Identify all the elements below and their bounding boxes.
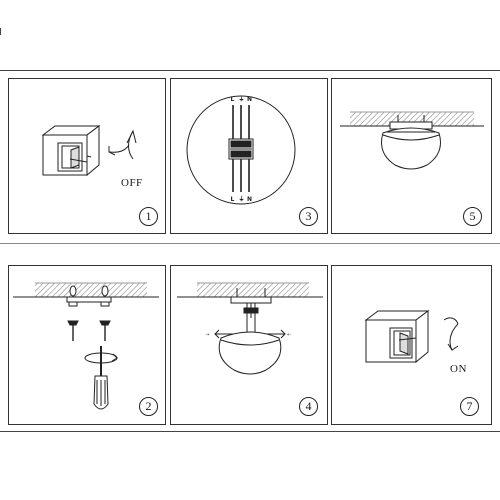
mounted-lamp-illustration xyxy=(340,111,484,170)
terminal-label-top-l: L xyxy=(231,96,235,103)
step-panel-3: L ⏚ N L ⏚ N 3 xyxy=(170,78,328,234)
svg-text:⇢: ⇢ xyxy=(205,332,209,338)
step-number: 3 xyxy=(299,207,318,226)
terminal-label-top-earth: ⏚ xyxy=(239,96,245,103)
step-panel-4: ⇢ ⇠ 4 xyxy=(170,265,328,425)
step-panel-2: 2 xyxy=(8,265,166,425)
bottom-rule xyxy=(0,431,500,432)
step-panel-5: 5 xyxy=(331,78,492,234)
step-number: 2 xyxy=(139,397,158,416)
step-number: 1 xyxy=(139,207,158,226)
crop-mark xyxy=(0,28,4,35)
terminal-label-bottom-earth: ⏚ xyxy=(239,196,245,203)
step-panel-1: OFF 1 xyxy=(8,78,166,234)
middle-rule xyxy=(0,243,500,244)
step-caption: OFF xyxy=(121,177,143,189)
step-panel-7: ON 7 xyxy=(331,265,492,425)
terminal-label-bottom-l: L xyxy=(231,196,235,203)
switch-on-illustration xyxy=(364,310,459,364)
step-number: 4 xyxy=(299,397,318,416)
top-rule xyxy=(0,70,500,71)
terminal-label-top-n: N xyxy=(247,96,252,103)
step-caption: ON xyxy=(450,363,467,375)
svg-text:⇠: ⇠ xyxy=(287,332,291,338)
wiring-terminal-illustration: L ⏚ N L ⏚ N xyxy=(186,95,296,205)
step-number: 5 xyxy=(463,207,482,226)
terminal-label-bottom-n: N xyxy=(247,196,252,203)
mount-plate-illustration xyxy=(13,282,159,410)
step-number: 7 xyxy=(460,397,479,416)
switch-off-illustration xyxy=(41,125,137,177)
connect-wires-illustration: ⇢ ⇠ xyxy=(177,282,323,375)
